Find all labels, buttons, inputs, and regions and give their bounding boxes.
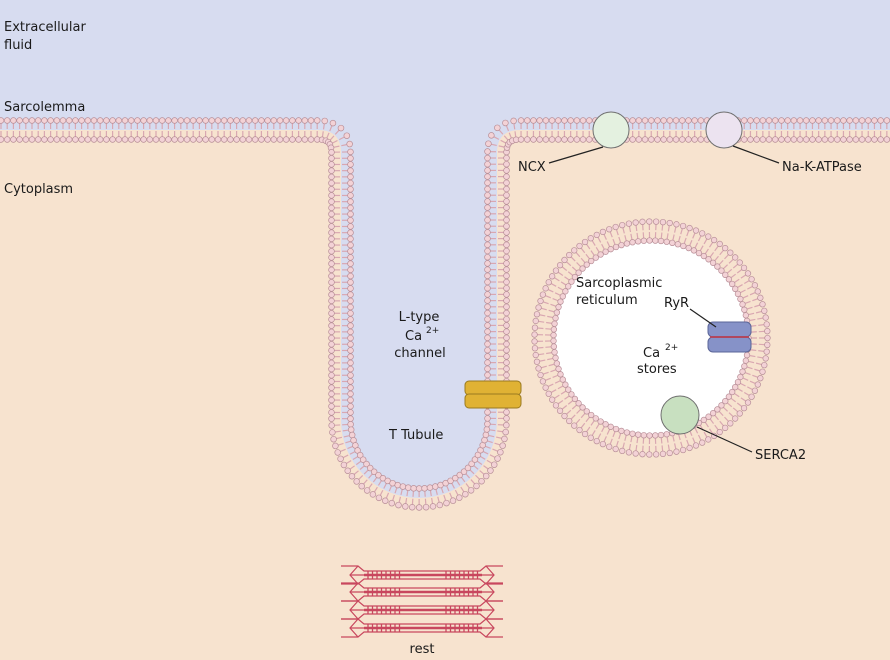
ca-stores-line1: Ca xyxy=(643,346,660,361)
ncx-leader-line xyxy=(548,146,604,164)
ncx-label: NCX xyxy=(518,160,546,175)
serca2-leader-line xyxy=(696,426,753,453)
myofibril-row xyxy=(341,600,503,620)
myofibril-row xyxy=(341,618,503,638)
ryr-channel xyxy=(707,321,752,353)
ltype-label-line1: L-type xyxy=(399,310,440,325)
ltype-label-line2-sup: 2+ xyxy=(426,326,439,336)
sr-lumen xyxy=(555,242,747,434)
extracellular-label-line2: fluid xyxy=(4,38,32,53)
ryr-label: RyR xyxy=(664,296,689,311)
sr-tails xyxy=(537,224,765,452)
myofibril-row xyxy=(341,582,503,602)
ca-stores-sup: 2+ xyxy=(665,343,678,353)
myofibril-row xyxy=(341,565,503,585)
sr-membrane xyxy=(531,218,771,458)
sarcolemma-label: Sarcolemma xyxy=(4,100,85,115)
nak-label: Na-K-ATPase xyxy=(782,160,862,175)
ltype-label-line3: channel xyxy=(394,346,445,361)
cytoplasm-label: Cytoplasm xyxy=(4,182,73,197)
na-k-atpase-pump xyxy=(705,111,743,149)
serca2-label: SERCA2 xyxy=(755,448,806,463)
ncx-exchanger xyxy=(592,111,630,149)
sr-heads xyxy=(531,218,771,458)
l-type-calcium-channel xyxy=(464,380,522,409)
sarcomere xyxy=(341,565,503,638)
t-tubule-label: T Tubule xyxy=(388,428,443,443)
ltype-label-line2: Ca xyxy=(405,329,422,344)
sr-title-line1: Sarcoplasmic xyxy=(576,276,662,291)
serca2-pump xyxy=(660,395,700,435)
sr-title-line2: reticulum xyxy=(576,293,638,308)
ryr-leader-line xyxy=(689,308,717,328)
ca-stores-line2: stores xyxy=(637,362,677,377)
nak-leader-line xyxy=(732,145,780,164)
sarcomere-state-label: rest xyxy=(410,642,435,657)
extracellular-region xyxy=(0,0,890,498)
extracellular-label-line1: Extracellular xyxy=(4,20,87,35)
